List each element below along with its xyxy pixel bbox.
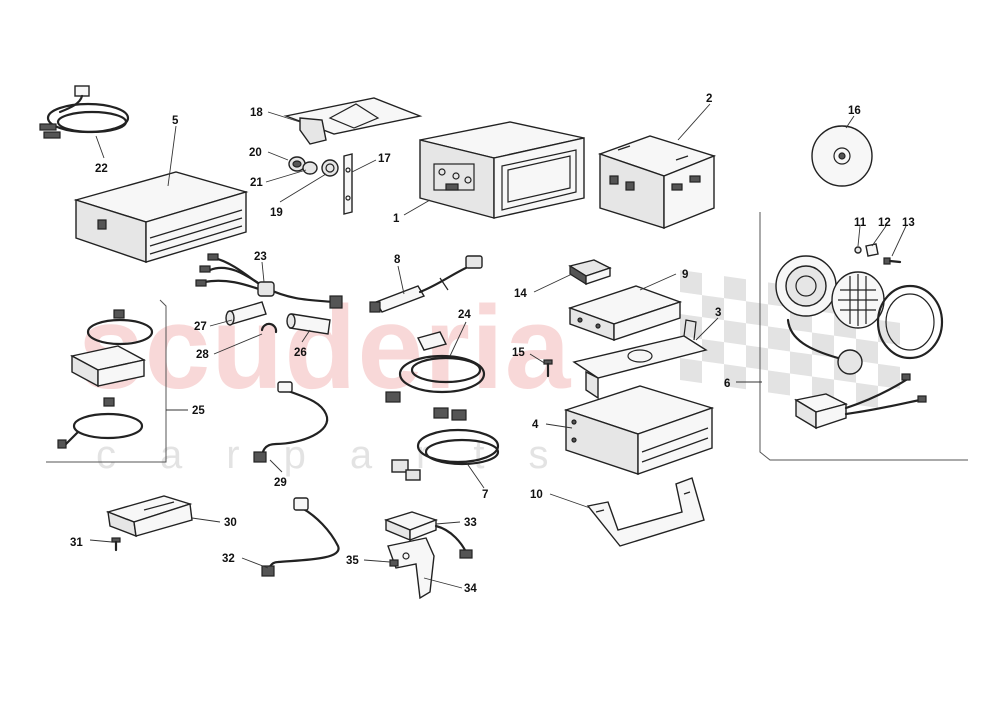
callout-6: 6 xyxy=(724,378,730,390)
part-28-clip xyxy=(260,322,278,334)
part-8-antenna-amplifier xyxy=(369,255,483,313)
part-11-washer xyxy=(854,246,862,254)
callout-21: 21 xyxy=(250,177,263,189)
part-10-bracket xyxy=(586,477,705,547)
callout-19: 19 xyxy=(270,207,283,219)
callout-15: 15 xyxy=(512,347,525,359)
callout-34: 34 xyxy=(464,583,477,595)
part-19-grommet xyxy=(321,159,339,177)
callout-22: 22 xyxy=(95,163,108,175)
callout-32: 32 xyxy=(222,553,235,565)
callout-16: 16 xyxy=(848,105,861,117)
callout-9: 9 xyxy=(682,269,688,281)
part-3-bracket xyxy=(572,319,708,400)
part-13-screw xyxy=(883,257,902,265)
part-34-mounting-bracket xyxy=(387,537,435,600)
callout-7: 7 xyxy=(482,489,488,501)
callout-28: 28 xyxy=(196,349,209,361)
callouts: 1 2 3 4 5 6 7 8 9 10 11 12 13 14 15 16 1… xyxy=(70,93,915,595)
group-frame-25 xyxy=(46,299,167,463)
part-5-cd-changer xyxy=(73,171,249,263)
part-4-navigation-unit xyxy=(563,385,715,475)
callout-11: 11 xyxy=(854,217,867,229)
part-2-mounting-cage xyxy=(597,135,717,230)
callout-25: 25 xyxy=(192,405,205,417)
callout-20: 20 xyxy=(249,147,262,159)
part-31-screw xyxy=(111,537,121,552)
callout-26: 26 xyxy=(294,347,307,359)
part-21-grommet xyxy=(302,161,318,175)
part-32-sensor-cable xyxy=(261,497,340,577)
part-6-speaker-kit xyxy=(775,255,944,430)
part-25-antenna-kit xyxy=(57,309,154,449)
callout-18: 18 xyxy=(250,107,263,119)
watermark: scuderia carparts xyxy=(78,270,900,477)
watermark-brand: scuderia xyxy=(78,282,572,414)
part-7-harness xyxy=(391,407,500,481)
callout-23: 23 xyxy=(254,251,267,263)
callout-4: 4 xyxy=(532,419,539,431)
part-26-ferrite-core xyxy=(286,313,331,335)
callout-14: 14 xyxy=(514,288,527,300)
callout-29: 29 xyxy=(274,477,287,489)
part-16-disc xyxy=(811,125,873,187)
callout-30: 30 xyxy=(224,517,237,529)
part-15-screw xyxy=(543,359,553,378)
callout-5: 5 xyxy=(172,115,179,127)
callout-31: 31 xyxy=(70,537,83,549)
callout-10: 10 xyxy=(530,489,543,501)
callout-8: 8 xyxy=(394,254,401,266)
group-frame-6 xyxy=(759,212,968,461)
callout-27: 27 xyxy=(194,321,207,333)
leader-lines xyxy=(89,103,907,589)
part-35-nut xyxy=(389,559,399,567)
callout-1: 1 xyxy=(393,213,400,225)
part-9-module xyxy=(567,285,683,341)
part-29-cable xyxy=(253,381,329,463)
callout-12: 12 xyxy=(878,217,891,229)
callout-2: 2 xyxy=(706,93,712,105)
callout-3: 3 xyxy=(715,307,721,319)
callout-24: 24 xyxy=(458,309,471,321)
part-23-y-cable xyxy=(195,253,343,309)
callout-17: 17 xyxy=(378,153,391,165)
part-1-head-unit xyxy=(419,121,585,219)
callout-33: 33 xyxy=(464,517,477,529)
part-22-rca-cable xyxy=(39,85,130,139)
part-14-small-box xyxy=(568,259,612,286)
part-24-cable xyxy=(385,331,486,403)
callout-13: 13 xyxy=(902,217,915,229)
callout-35: 35 xyxy=(346,555,359,567)
watermark-subtitle: carparts xyxy=(96,433,593,477)
part-18-cover-plate xyxy=(283,97,423,145)
part-17-bracket-strip xyxy=(343,153,353,215)
part-30-housing xyxy=(105,495,193,538)
part-33-control-module xyxy=(383,511,473,559)
